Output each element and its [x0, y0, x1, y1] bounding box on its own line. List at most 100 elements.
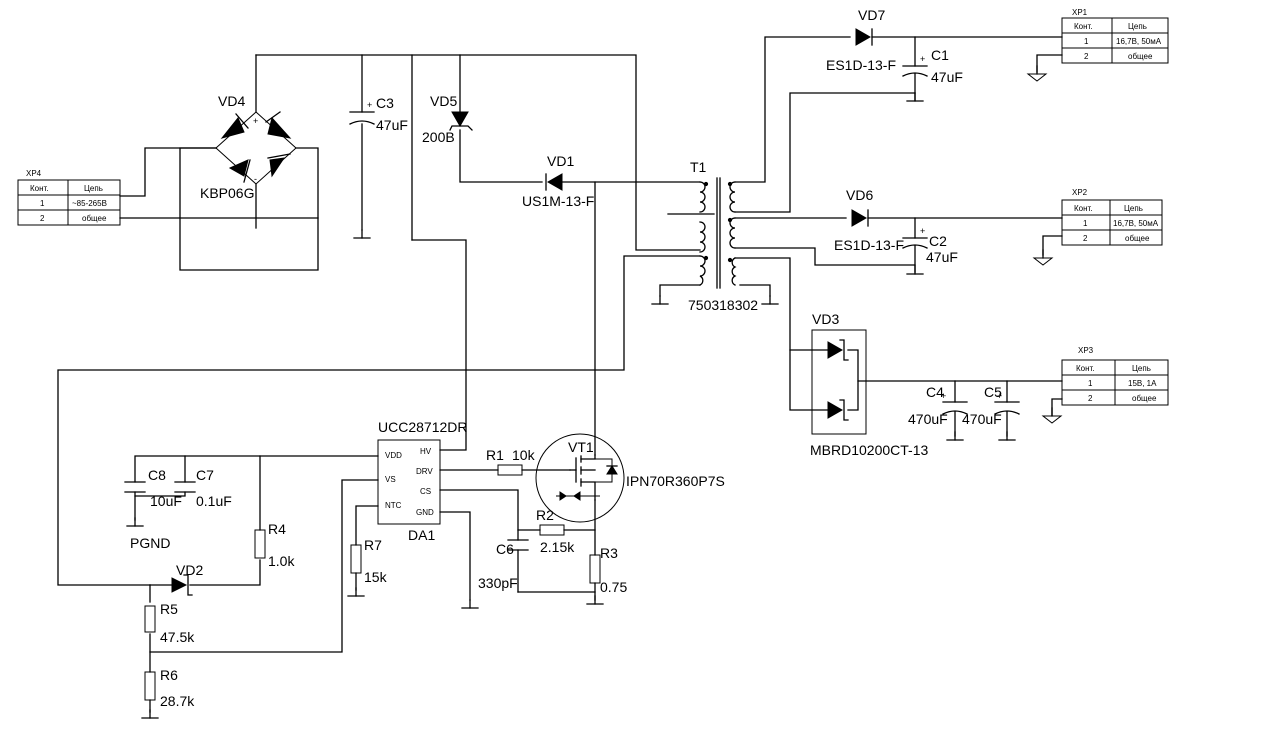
diode-vd2: VD2 — [171, 562, 203, 596]
diode-vd1: VD1 US1M-13-F — [522, 153, 594, 209]
r5-value: 47.5k — [160, 629, 195, 645]
resistor-r4: R4 1.0k — [254, 521, 295, 569]
capacitor-c3: + C3 47uF — [349, 95, 408, 239]
xp1-row2-net: общее — [1128, 52, 1153, 61]
transformer-t1: T1 750318302 — [651, 159, 779, 313]
controller-da1: UCC28712DR DA1 HV DRV CS GND VDD VS NTC — [377, 419, 479, 609]
xp3-name: XP3 — [1078, 346, 1094, 355]
xp2-row1-pin: 1 — [1083, 219, 1088, 228]
da1-pin-cs: CS — [420, 487, 431, 496]
xp4-header-net: Цепь — [84, 184, 103, 193]
c5-value: 470uF — [962, 411, 1002, 427]
xp2-header-net: Цепь — [1124, 204, 1143, 213]
da1-pin-vs: VS — [385, 475, 396, 484]
vd3-ref: VD3 — [812, 311, 839, 327]
vd7-value: ES1D-13-F — [826, 57, 896, 73]
xp1-row2-pin: 2 — [1084, 52, 1089, 61]
vd7-ref: VD7 — [858, 7, 885, 23]
tvs-diode-vd5: VD5 200В — [422, 93, 473, 145]
xp2-header-pin: Конт. — [1074, 204, 1093, 213]
capacitor-c7: C7 0.1uF — [174, 467, 232, 509]
xp4-header-pin: Конт. — [30, 184, 49, 193]
connector-xp1: XP1 Конт. Цепь 1 16,7В, 50мА 2 общее — [1061, 8, 1169, 64]
xp3-row2-net: общее — [1132, 394, 1157, 403]
xp2-row2-net: общее — [1125, 234, 1150, 243]
wires — [57, 36, 1063, 713]
resistor-r5: R5 47.5k — [144, 601, 195, 645]
c7-ref: C7 — [196, 467, 214, 483]
r3-ref: R3 — [600, 545, 618, 561]
c4-ref: C4 — [926, 384, 944, 400]
vt1-value: IPN70R360P7S — [626, 473, 725, 489]
c7-value: 0.1uF — [196, 493, 232, 509]
vd5-value: 200В — [422, 129, 455, 145]
c2-plus-mark: + — [920, 226, 925, 236]
vd3-value: MBRD10200CT-13 — [810, 442, 928, 458]
da1-pin-gnd: GND — [416, 508, 434, 517]
c5-plus-mark: + — [997, 391, 1002, 401]
vd4-plus-mark: + — [253, 116, 258, 126]
xp1-row1-pin: 1 — [1084, 37, 1089, 46]
r6-ref: R6 — [160, 667, 178, 683]
xp2-ground-icon — [1033, 249, 1053, 266]
r6-value: 28.7k — [160, 693, 195, 709]
xp3-row1-net: 15В, 1А — [1128, 379, 1157, 388]
vd1-ref: VD1 — [547, 153, 574, 169]
resistor-r1: R1 10k — [486, 447, 536, 476]
connector-xp3: XP3 Конт. Цепь 1 15В, 1А 2 общее — [1061, 346, 1169, 406]
xp4-row2-net: общее — [82, 214, 107, 223]
t1-ref: T1 — [690, 159, 707, 175]
r2-value: 2.15k — [540, 539, 575, 555]
r7-value: 15k — [364, 569, 388, 585]
c4-plus-mark: + — [941, 391, 946, 401]
capacitor-c5: + C5 470uF — [962, 384, 1020, 441]
pgnd-label: PGND — [130, 535, 170, 551]
vd6-value: ES1D-13-F — [834, 237, 904, 253]
capacitor-c1: + C1 47uF — [902, 47, 963, 102]
vd2-ref: VD2 — [176, 562, 203, 578]
xp3-row1-pin: 1 — [1088, 379, 1093, 388]
diode-vd7: VD7 ES1D-13-F — [826, 7, 896, 73]
xp1-header-net: Цепь — [1128, 22, 1147, 31]
c1-ref: C1 — [931, 47, 949, 63]
r4-value: 1.0k — [268, 553, 295, 569]
vd6-ref: VD6 — [846, 187, 873, 203]
xp2-name: XP2 — [1072, 188, 1088, 197]
r7-ref: R7 — [364, 537, 382, 553]
xp4-row1-pin: 1 — [40, 199, 45, 208]
capacitor-c4: + C4 470uF — [908, 384, 968, 441]
mosfet-vt1: VT1 IPN70R360P7S — [535, 433, 725, 523]
resistor-r6: R6 28.7k — [141, 667, 195, 719]
xp1-name: XP1 — [1072, 8, 1088, 17]
c1-value: 47uF — [931, 69, 963, 85]
r2-ref: R2 — [536, 507, 554, 523]
xp1-ground-icon — [1027, 65, 1047, 82]
c3-value: 47uF — [376, 117, 408, 133]
c6-value: 330pF — [478, 575, 518, 591]
r4-ref: R4 — [268, 521, 286, 537]
r1-ref: R1 — [486, 447, 504, 463]
resistor-r3: R3 0.75 — [586, 545, 627, 605]
xp3-row2-pin: 2 — [1088, 394, 1093, 403]
connector-xp2: XP2 Конт. Цепь 1 16,7В, 50мА 2 общее — [1061, 188, 1163, 246]
c2-value: 47uF — [926, 249, 958, 265]
vd4-value: KBP06G — [200, 185, 254, 201]
r5-ref: R5 — [160, 601, 178, 617]
connector-xp4: XP4 Конт. Цепь 1 ~85-265В 2 общее — [17, 169, 121, 226]
vd1-value: US1M-13-F — [522, 193, 594, 209]
da1-pin-ntc: NTC — [385, 501, 402, 510]
c6-ref: C6 — [496, 541, 514, 557]
t1-value: 750318302 — [688, 297, 758, 313]
xp4-row1-net: ~85-265В — [72, 199, 107, 208]
c5-ref: C5 — [984, 384, 1002, 400]
xp3-header-pin: Конт. — [1076, 364, 1095, 373]
c1-plus-mark: + — [920, 54, 925, 64]
da1-pin-vdd: VDD — [385, 451, 402, 460]
bridge-rectifier-vd4: + - VD4 KBP06G — [200, 93, 297, 201]
da1-value: UCC28712DR — [378, 419, 467, 435]
xp4-name: XP4 — [26, 169, 42, 178]
xp4-row2-pin: 2 — [40, 214, 45, 223]
xp3-header-net: Цепь — [1132, 364, 1151, 373]
xp2-row2-pin: 2 — [1083, 234, 1088, 243]
